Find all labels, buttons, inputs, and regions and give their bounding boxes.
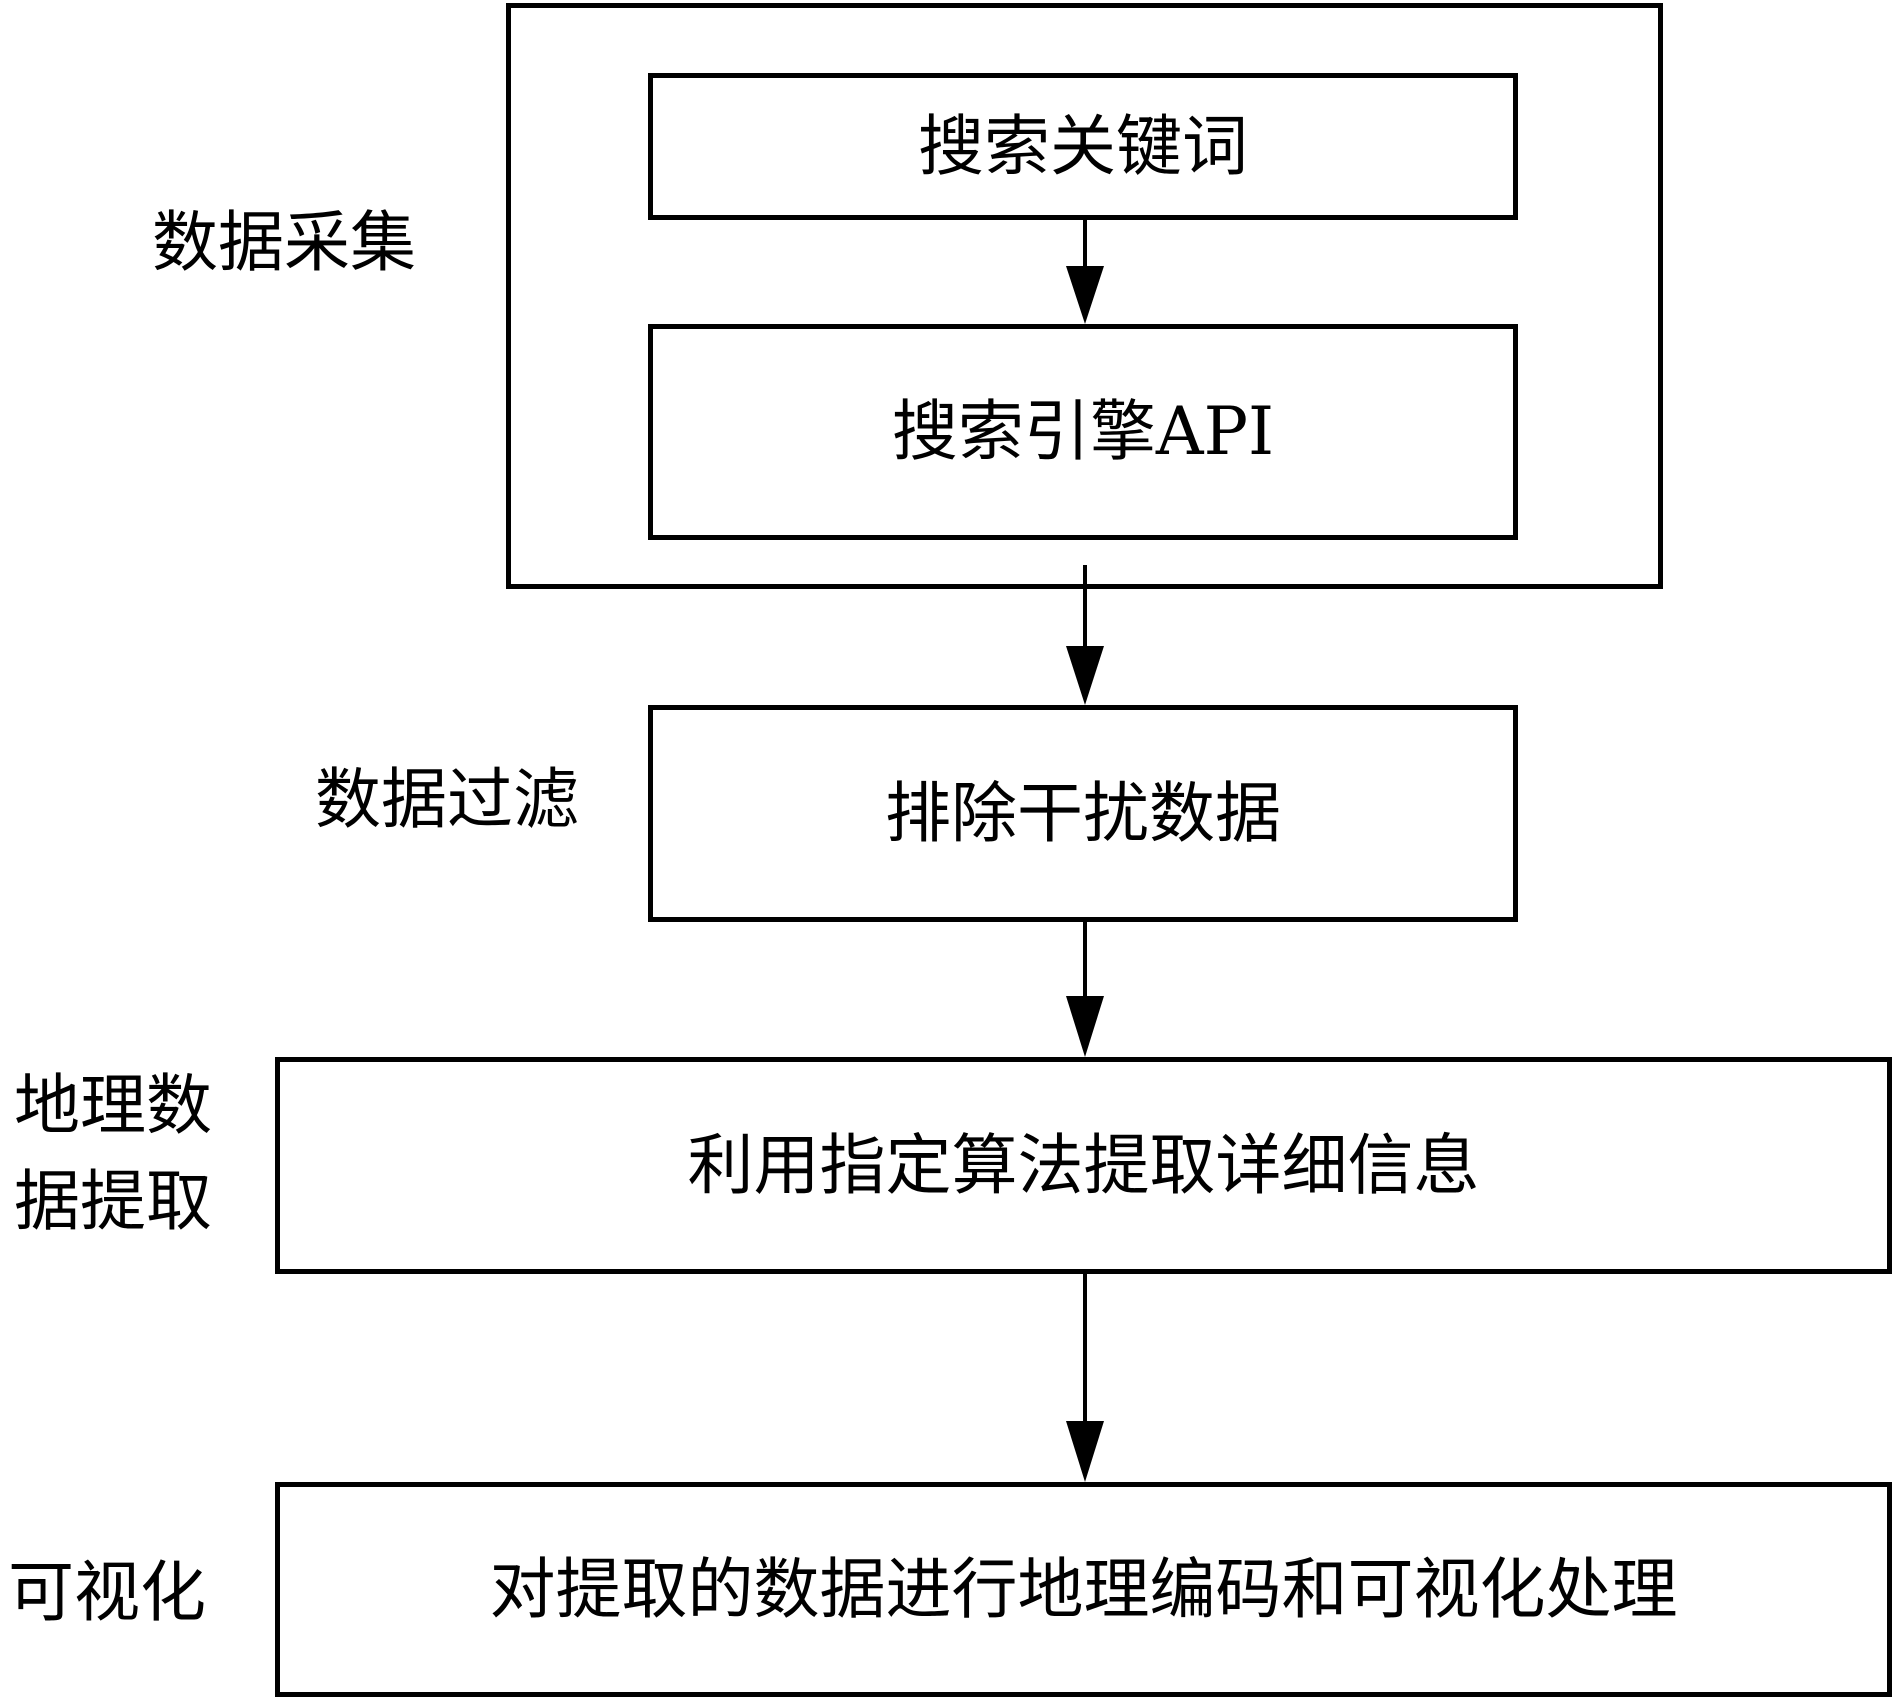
stage-label-extraction: 地理数 据提取 bbox=[14, 1058, 212, 1249]
stage-label-collection: 数据采集 bbox=[152, 204, 416, 281]
node-extract-details: 利用指定算法提取详细信息 bbox=[275, 1057, 1892, 1274]
arrow-filter-to-extract bbox=[1066, 922, 1104, 1057]
node-geocode-visualize-text: 对提取的数据进行地理编码和可视化处理 bbox=[489, 1550, 1678, 1628]
stage-label-extraction-line2: 据提取 bbox=[14, 1162, 212, 1240]
stage-label-extraction-line1: 地理数 bbox=[14, 1067, 212, 1144]
arrow-collection-to-filter bbox=[1066, 565, 1104, 705]
node-filter-data: 排除干扰数据 bbox=[648, 705, 1518, 922]
node-geocode-visualize: 对提取的数据进行地理编码和可视化处理 bbox=[275, 1482, 1892, 1697]
node-search-engine-api: 搜索引擎API bbox=[648, 324, 1518, 540]
stage-label-filter: 数据过滤 bbox=[315, 761, 579, 838]
arrow-keywords-to-api bbox=[1066, 220, 1104, 324]
node-search-keywords: 搜索关键词 bbox=[648, 73, 1518, 220]
node-extract-details-text: 利用指定算法提取详细信息 bbox=[687, 1126, 1480, 1204]
stage-label-visualization: 可视化 bbox=[8, 1554, 206, 1631]
node-filter-data-text: 排除干扰数据 bbox=[885, 774, 1281, 852]
node-search-keywords-text: 搜索关键词 bbox=[918, 107, 1248, 185]
node-search-engine-api-text: 搜索引擎API bbox=[891, 393, 1275, 470]
arrow-extract-to-visualize bbox=[1066, 1274, 1104, 1482]
